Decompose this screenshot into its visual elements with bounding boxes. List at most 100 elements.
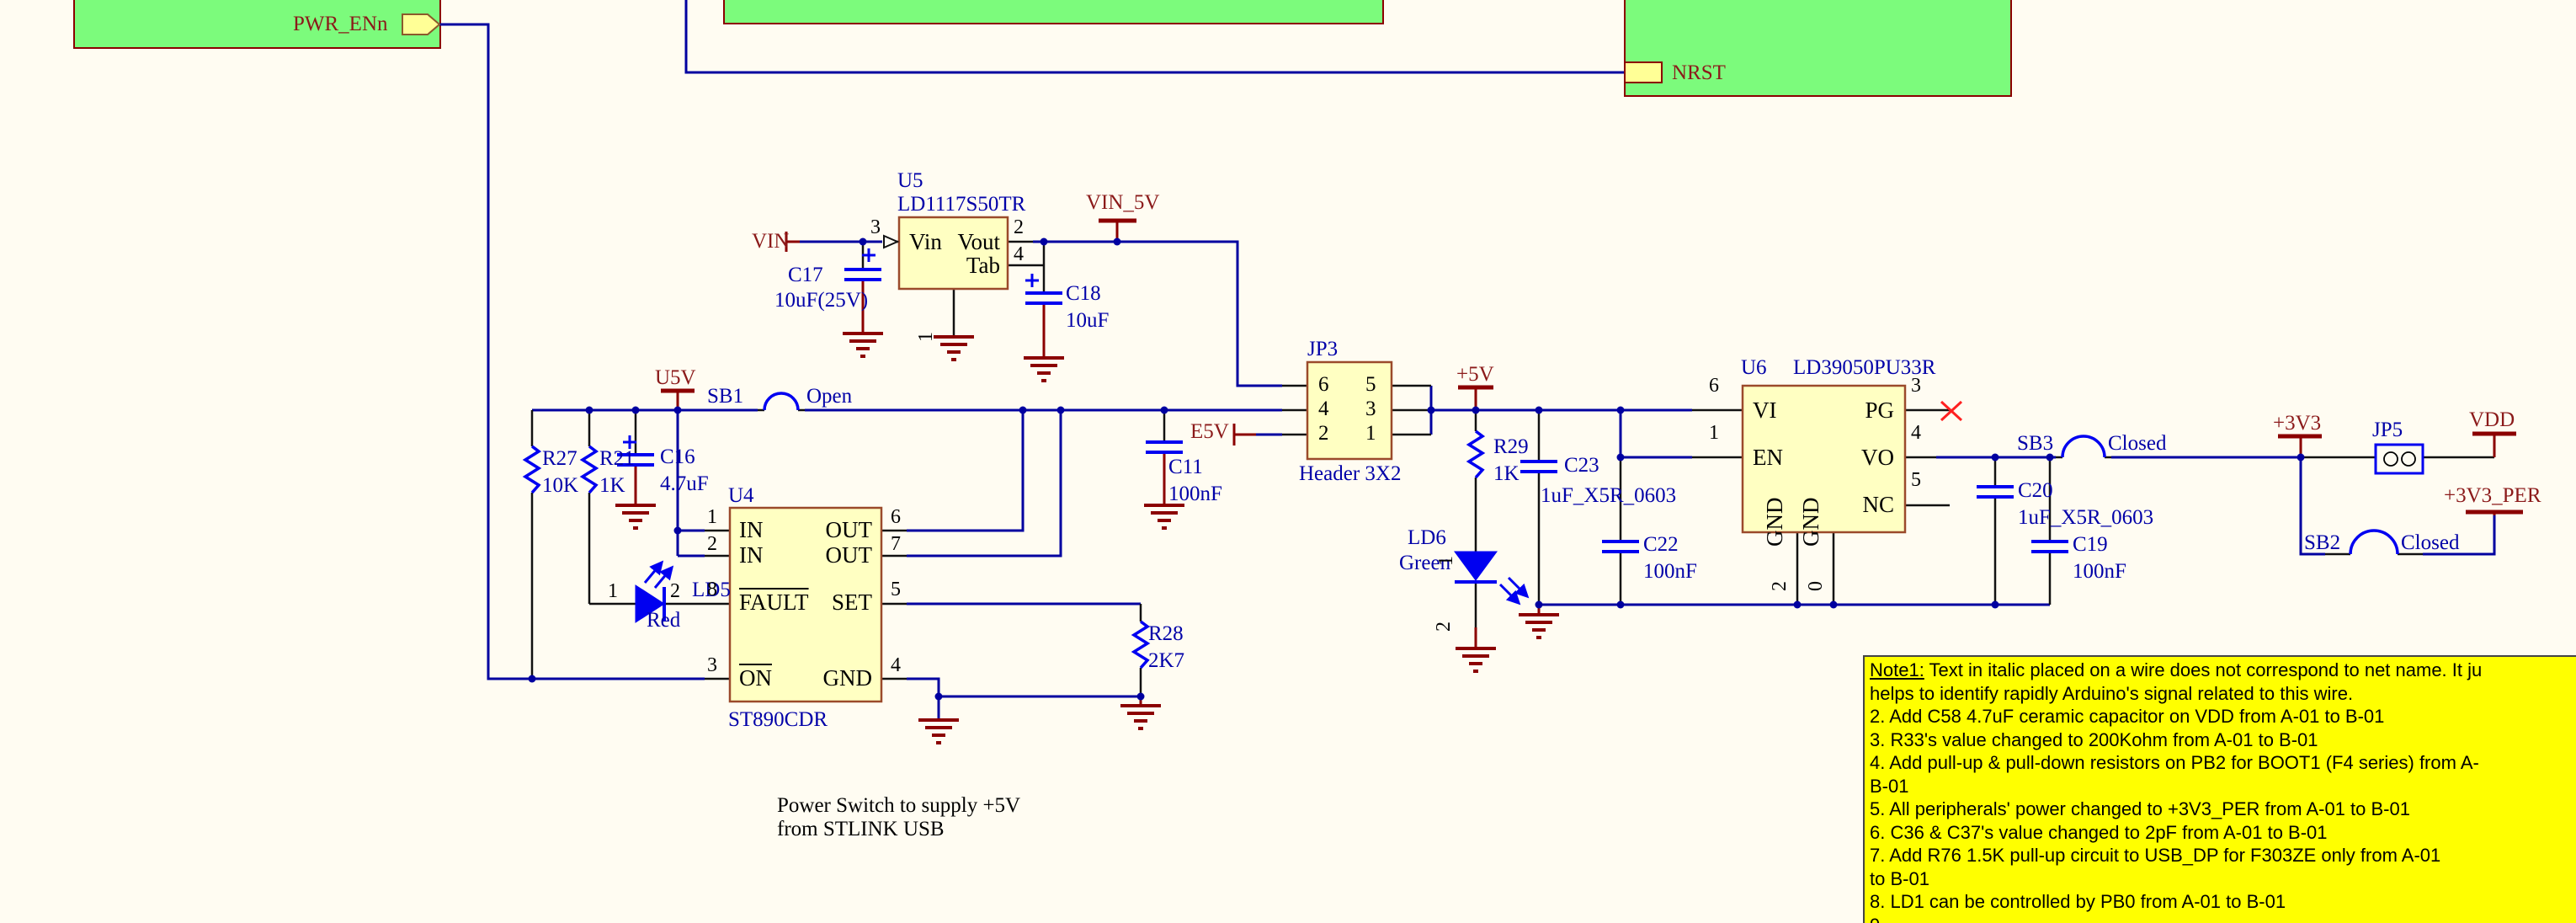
u4-pin2-number: 2 xyxy=(707,533,717,555)
ld5-color: Red xyxy=(647,609,681,632)
u5-pin3-arrow-icon xyxy=(883,234,900,249)
note-line: B-01 xyxy=(1870,775,1909,797)
wires xyxy=(439,0,2496,720)
r27-ref: R27 xyxy=(542,447,577,470)
c22-ref: C22 xyxy=(1643,533,1679,556)
u5-part: LD1117S50TR xyxy=(897,193,1026,216)
net-label-p3v3-per: +3V3_PER xyxy=(2444,484,2541,507)
u6-pin-en: EN xyxy=(1753,445,1783,470)
u4-pin-set: SET xyxy=(831,590,872,615)
u4-pin-gnd: GND xyxy=(822,665,873,691)
c23-value: 1uF_X5R_0603 xyxy=(1541,484,1677,507)
component-symbols xyxy=(522,248,2424,670)
u5-pin-tab: Tab xyxy=(966,253,1000,278)
power-and-ports xyxy=(634,218,2523,706)
jp3-part: Header 3X2 xyxy=(1299,462,1402,485)
net-label-vin-5v: VIN_5V xyxy=(1086,191,1160,214)
u4-ref: U4 xyxy=(728,484,754,507)
no-connect-x-icon xyxy=(1940,400,1963,422)
c18-ref: C18 xyxy=(1066,282,1101,305)
u6-pin-vo: VO xyxy=(1861,445,1894,470)
r21-ref: R21 xyxy=(599,447,635,470)
sb3-arc-icon xyxy=(2061,435,2106,458)
u4-pin3-number: 3 xyxy=(707,654,717,676)
ld5-led-icon xyxy=(635,560,674,623)
note-line-1-rest: Text in italic placed on a wire does not… xyxy=(1924,659,2483,680)
r27-value: 10K xyxy=(542,474,579,497)
ld6-color: Green xyxy=(1399,552,1451,574)
u6-pin-nc: NC xyxy=(1862,492,1894,517)
jp3-pin6: 6 xyxy=(1318,373,1329,396)
note-line: to B-01 xyxy=(1870,867,1929,889)
jp3-pin2: 2 xyxy=(1318,422,1329,445)
note-line: 2. Add C58 4.7uF ceramic capacitor on VD… xyxy=(1870,706,2385,727)
jp5-jumper-icon xyxy=(2374,443,2424,475)
net-label-p5v: +5V xyxy=(1456,363,1494,386)
u4-body xyxy=(728,506,883,703)
u5-gnd-pin-number: 1 xyxy=(915,332,937,342)
u4-pin7-number: 7 xyxy=(891,533,901,555)
u6-pin0-number: 0 xyxy=(1805,581,1827,591)
sb3-state: Closed xyxy=(2108,432,2167,455)
r28-value: 2K7 xyxy=(1148,649,1185,672)
note-head: Note1: xyxy=(1870,659,1924,680)
c18-value: 10uF xyxy=(1066,309,1110,332)
u6-pin6-number: 6 xyxy=(1709,375,1719,397)
u6-pin-vi: VI xyxy=(1753,397,1777,423)
ld5-ref: LD5 xyxy=(692,579,731,601)
u4-part: ST890CDR xyxy=(728,708,828,731)
jp3-body xyxy=(1306,360,1393,461)
sheet-block-right xyxy=(1624,0,2012,97)
c19-ref: C19 xyxy=(2073,533,2108,556)
polarity-plus-icons xyxy=(623,248,1039,449)
ld6-led-icon xyxy=(1454,551,1530,606)
sheet-block-left xyxy=(73,0,441,49)
note-line: 4. Add pull-up & pull-down resistors on … xyxy=(1870,752,2479,773)
sheet-block-middle xyxy=(723,0,1384,24)
jp3-pin3: 3 xyxy=(1365,397,1376,420)
ld6-pin1-number: 1 xyxy=(1435,556,1457,566)
r21-value: 1K xyxy=(599,474,625,497)
component-bodies xyxy=(728,216,1907,703)
u6-pin2-number: 2 xyxy=(1769,581,1791,591)
sb2-arc-icon xyxy=(2349,529,2399,555)
r28-ref: R28 xyxy=(1148,622,1184,645)
u5-body xyxy=(897,216,1009,291)
ld5-pin2-number: 2 xyxy=(670,580,680,602)
jp5-ref: JP5 xyxy=(2372,419,2403,441)
u4-pin-in1: IN xyxy=(739,517,764,542)
c20-value: 1uF_X5R_0603 xyxy=(2018,506,2154,529)
u6-part: LD39050PU33R xyxy=(1793,356,1936,379)
u6-pin-pg: PG xyxy=(1865,397,1894,423)
u4-pin5-number: 5 xyxy=(891,579,901,600)
jp3-pin4: 4 xyxy=(1318,397,1329,420)
note-line: 3. R33's value changed to 200Kohm from A… xyxy=(1870,728,2318,750)
net-label-vdd: VDD xyxy=(2469,408,2515,431)
u6-pin3-number: 3 xyxy=(1911,375,1921,397)
u6-ref: U6 xyxy=(1741,356,1767,379)
r29-value: 1K xyxy=(1493,462,1520,485)
u6-pin1-number: 1 xyxy=(1709,422,1719,444)
c17-ref: C17 xyxy=(788,264,823,286)
note-line: 6. C36 & C37's value changed to 2pF from… xyxy=(1870,821,2328,843)
sb2-ref: SB2 xyxy=(2304,531,2341,554)
sb1-arc-icon xyxy=(763,392,800,411)
u4-pin6-number: 6 xyxy=(891,506,901,528)
c20-ref: C20 xyxy=(2018,479,2053,502)
net-label-p3v3: +3V3 xyxy=(2273,412,2322,435)
note-line: 8. LD1 can be controlled by PB0 from A-0… xyxy=(1870,891,2286,912)
note-line: 5. All peripherals' power changed to +3V… xyxy=(1870,798,2410,819)
u6-pin5-number: 5 xyxy=(1911,469,1921,491)
u5-pin-vout: Vout xyxy=(957,229,1000,254)
note-line-clipped: 9. xyxy=(1870,914,2576,923)
u5-pin-vin: Vin xyxy=(909,229,942,254)
caption-line2: from STLINK USB xyxy=(777,818,945,840)
u4-pin-out7: OUT xyxy=(825,542,873,568)
net-label-e5v: E5V xyxy=(1190,420,1229,443)
net-label-pwr-enn: PWR_ENn xyxy=(293,13,388,35)
jp3-pin1: 1 xyxy=(1365,422,1376,445)
net-label-nrst: NRST xyxy=(1672,61,1726,84)
c19-value: 100nF xyxy=(2073,560,2126,583)
